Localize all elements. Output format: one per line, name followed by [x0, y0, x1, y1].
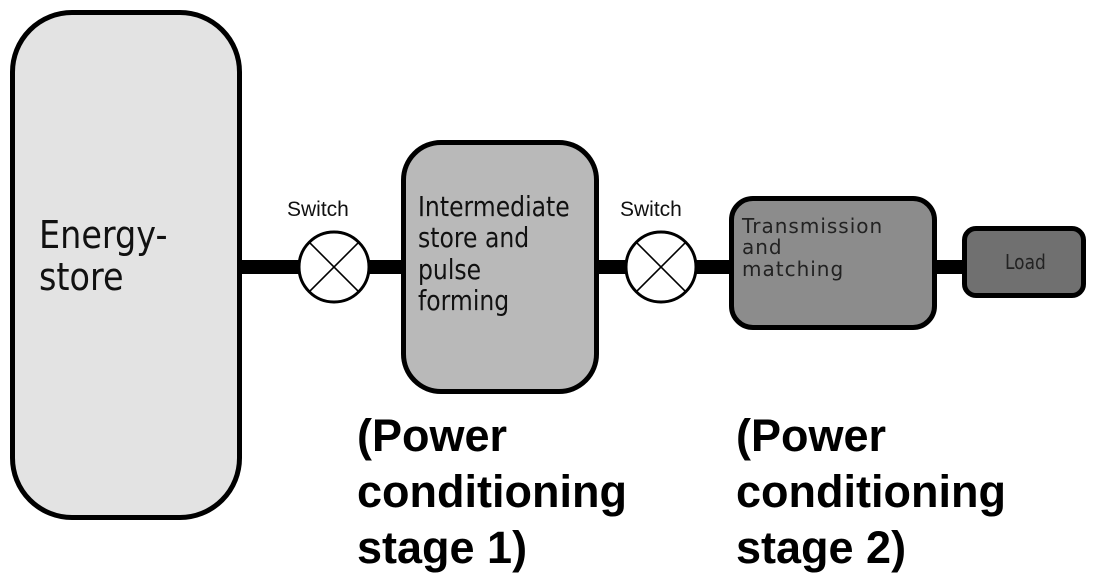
energy-store-block: Energy- store: [10, 10, 242, 520]
transmission-matching-label: Transmission and matching: [742, 214, 884, 281]
wire-switch-1-to-intermediate-store: [364, 260, 406, 274]
stage-2-label: (Power conditioning stage 2): [736, 410, 1006, 573]
intermediate-store-block: Intermediate store and pulse forming: [401, 140, 599, 394]
switch-2-label: Switch: [620, 198, 682, 221]
transmission-matching-block: Transmission and matching: [729, 196, 937, 330]
switch-1-icon: [297, 230, 371, 304]
switch-1-label: Switch: [287, 198, 349, 221]
wire-switch-2-to-transmission: [690, 260, 734, 274]
wire-intermediate-store-to-switch-2: [594, 260, 630, 274]
wire-energy-store-to-switch-1: [236, 260, 304, 274]
switch-2-icon: [624, 230, 698, 304]
energy-store-label: Energy- store: [39, 213, 168, 299]
wire-transmission-to-load: [932, 260, 967, 274]
stage-1-label: (Power conditioning stage 1): [357, 410, 627, 573]
load-block: Load: [962, 226, 1086, 298]
load-label: Load: [1005, 250, 1046, 274]
intermediate-store-label: Intermediate store and pulse forming: [418, 190, 570, 318]
